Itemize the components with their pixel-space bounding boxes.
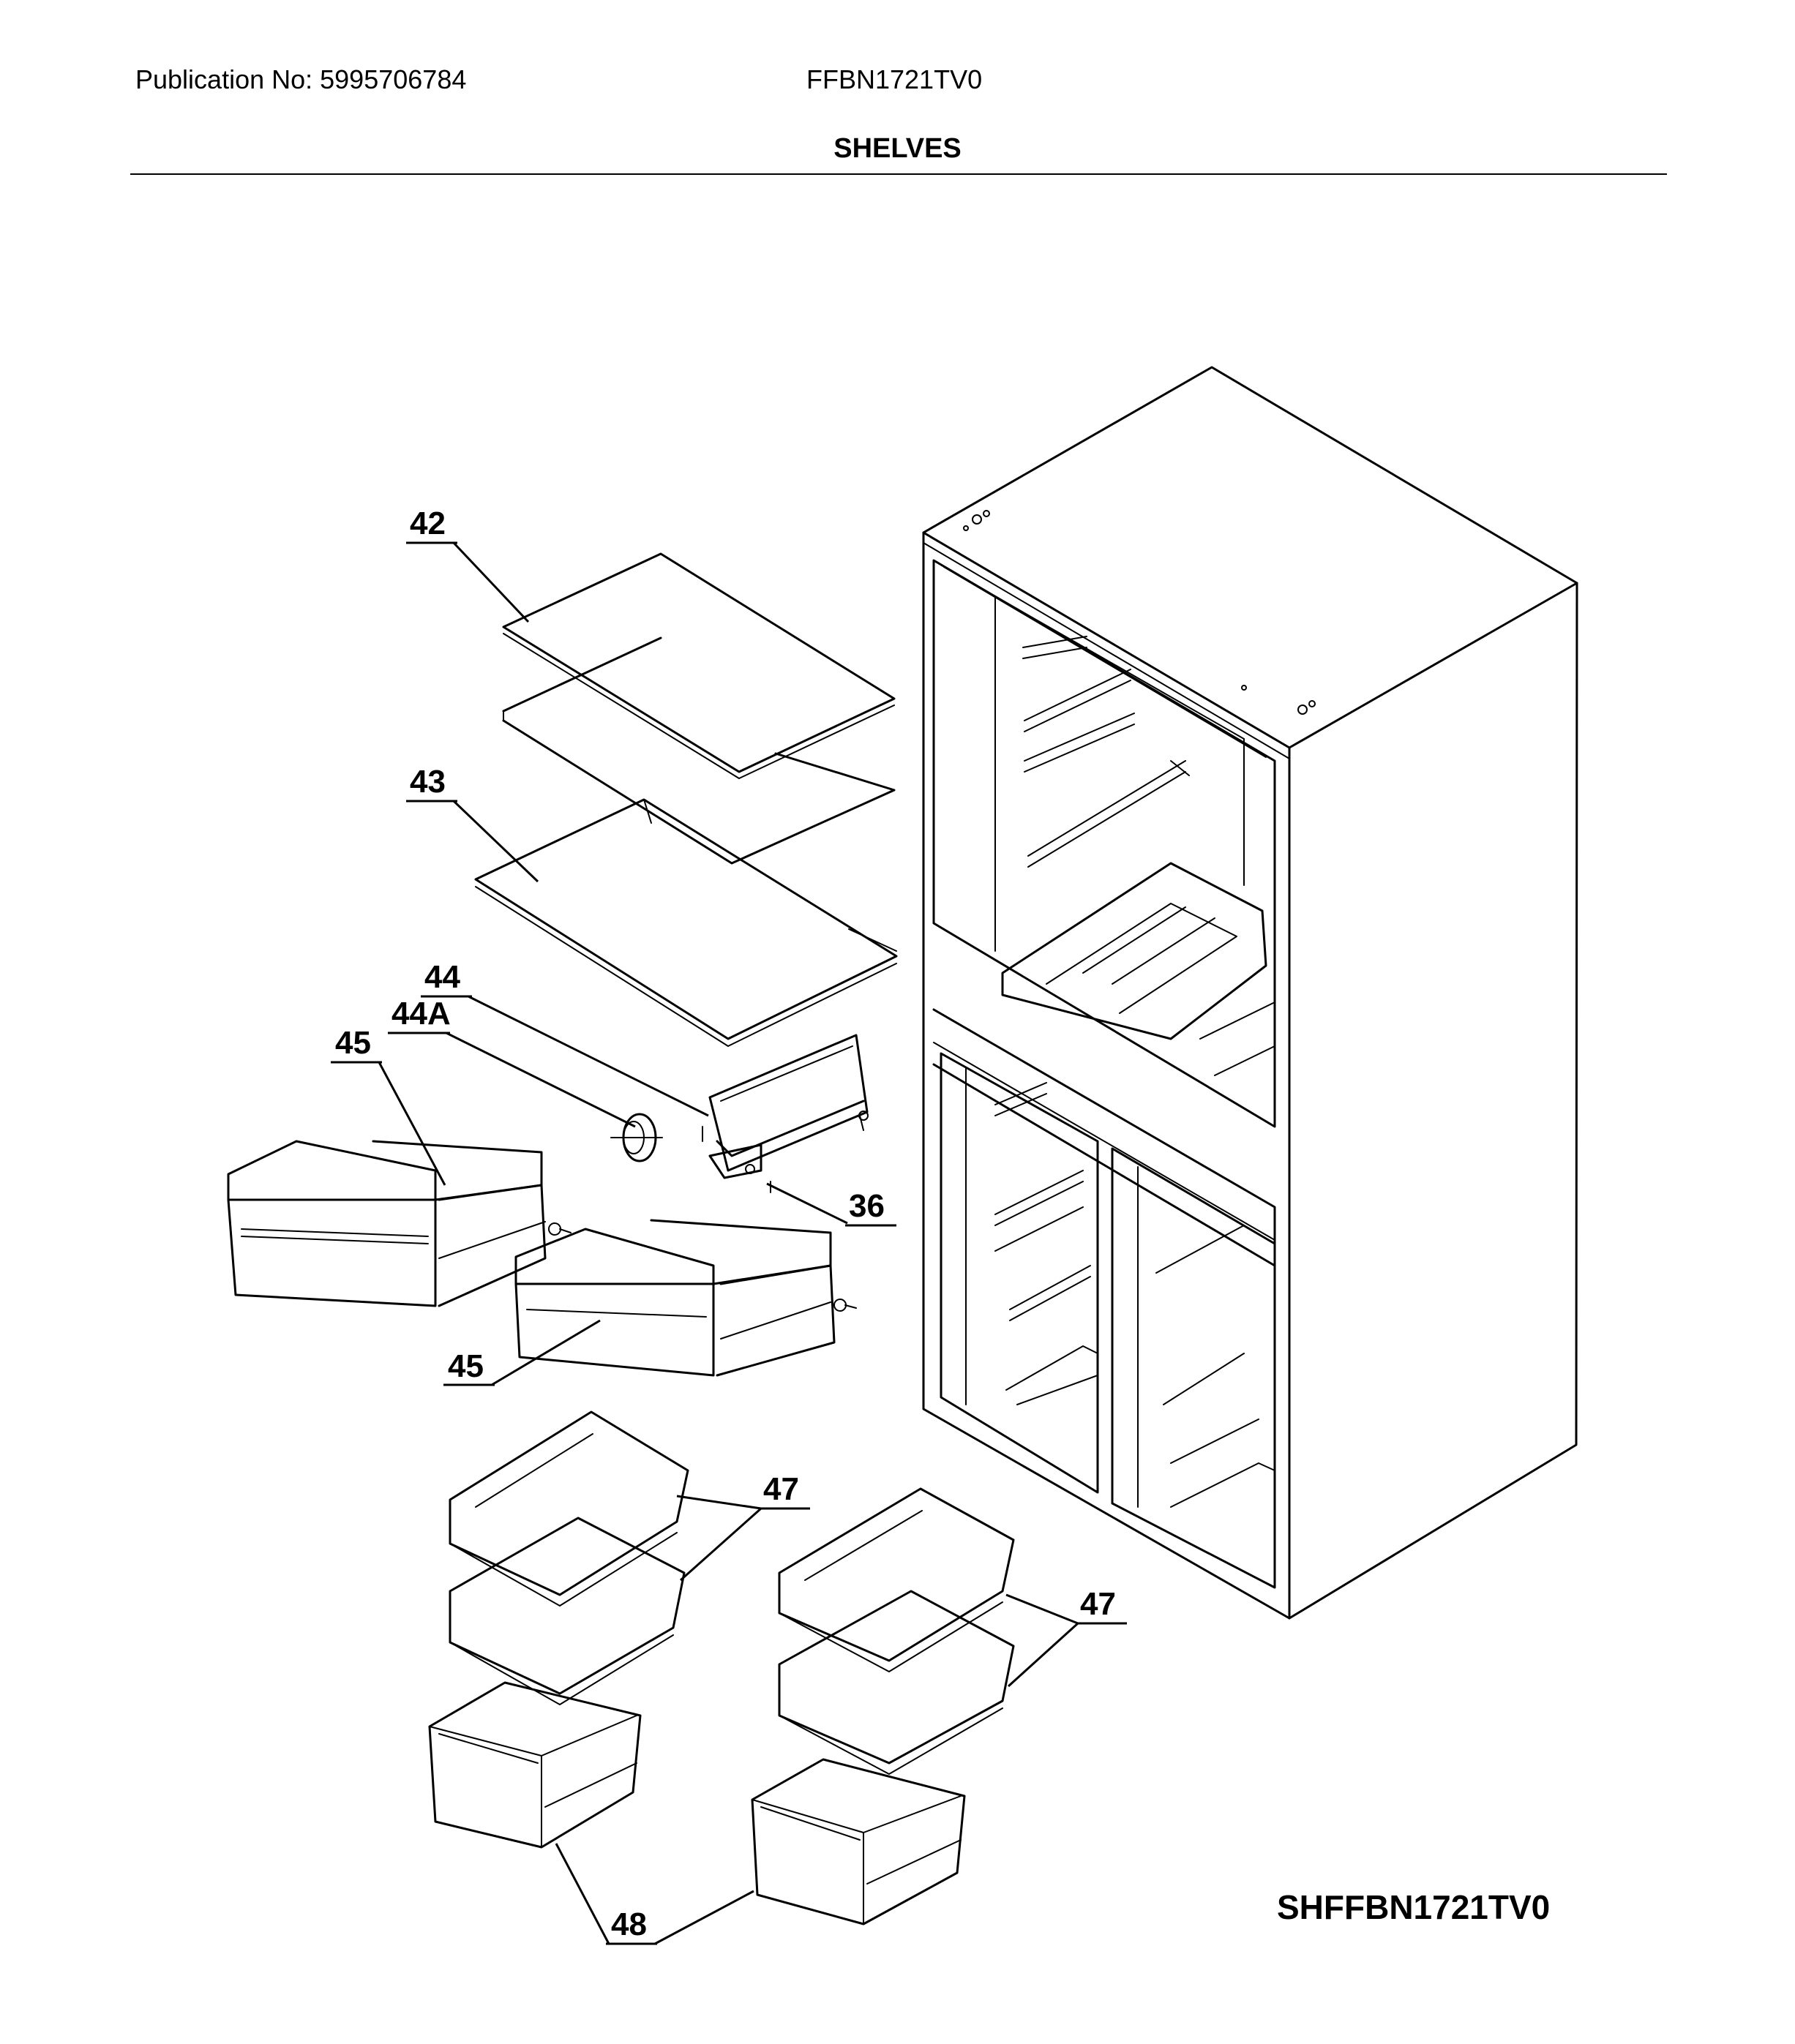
door-bin-left-lower-47 (449, 1517, 686, 1705)
callout-45-lower: 45 (443, 1319, 601, 1386)
refrigerator-cabinet (922, 366, 1578, 1620)
callout-45-upper: 45 (331, 1025, 446, 1186)
callout-36: 36 (766, 1182, 896, 1227)
bearing-44a (610, 1113, 663, 1162)
callout-47-right: 47 (1005, 1586, 1127, 1688)
callout-45-lower-label: 45 (448, 1348, 484, 1384)
callout-42-label: 42 (410, 506, 446, 541)
crisper-drawer-right-45 (514, 1219, 857, 1377)
door-bin-right-upper-47 (778, 1487, 1015, 1672)
callout-48-label: 48 (611, 1906, 647, 1942)
callout-42: 42 (406, 506, 530, 623)
diagram-code: SHFFBN1721TV0 (1277, 1888, 1551, 1926)
freezer-basket-right-48 (751, 1758, 966, 1925)
callout-44a: 44A (388, 996, 636, 1128)
callout-44-label: 44 (424, 959, 460, 995)
callout-43-label: 43 (410, 764, 446, 800)
callout-45-upper-label: 45 (335, 1025, 371, 1061)
callout-43: 43 (406, 764, 539, 883)
callout-48: 48 (555, 1843, 754, 1945)
callout-47-left: 47 (676, 1471, 810, 1582)
model-number: FFBN1721TV0 (806, 64, 983, 94)
glass-shelf-42 (502, 552, 896, 865)
shelf-43 (474, 798, 898, 1047)
door-bin-right-lower-47 (778, 1590, 1015, 1775)
callout-36-label: 36 (849, 1188, 885, 1224)
crisper-drawer-left-45 (227, 1140, 572, 1307)
shelf-support-44 (702, 1034, 869, 1193)
header-rule (130, 173, 1667, 175)
freezer-basket-left-48 (428, 1681, 642, 1849)
callout-44: 44 (421, 959, 709, 1117)
door-bin-left-upper-47 (449, 1410, 689, 1607)
section-title: SHELVES (833, 133, 962, 164)
callout-47-left-label: 47 (763, 1471, 799, 1507)
publication-number: Publication No: 5995706784 (135, 64, 467, 94)
callout-47-right-label: 47 (1080, 1586, 1116, 1622)
callout-44a-label: 44A (391, 996, 451, 1032)
